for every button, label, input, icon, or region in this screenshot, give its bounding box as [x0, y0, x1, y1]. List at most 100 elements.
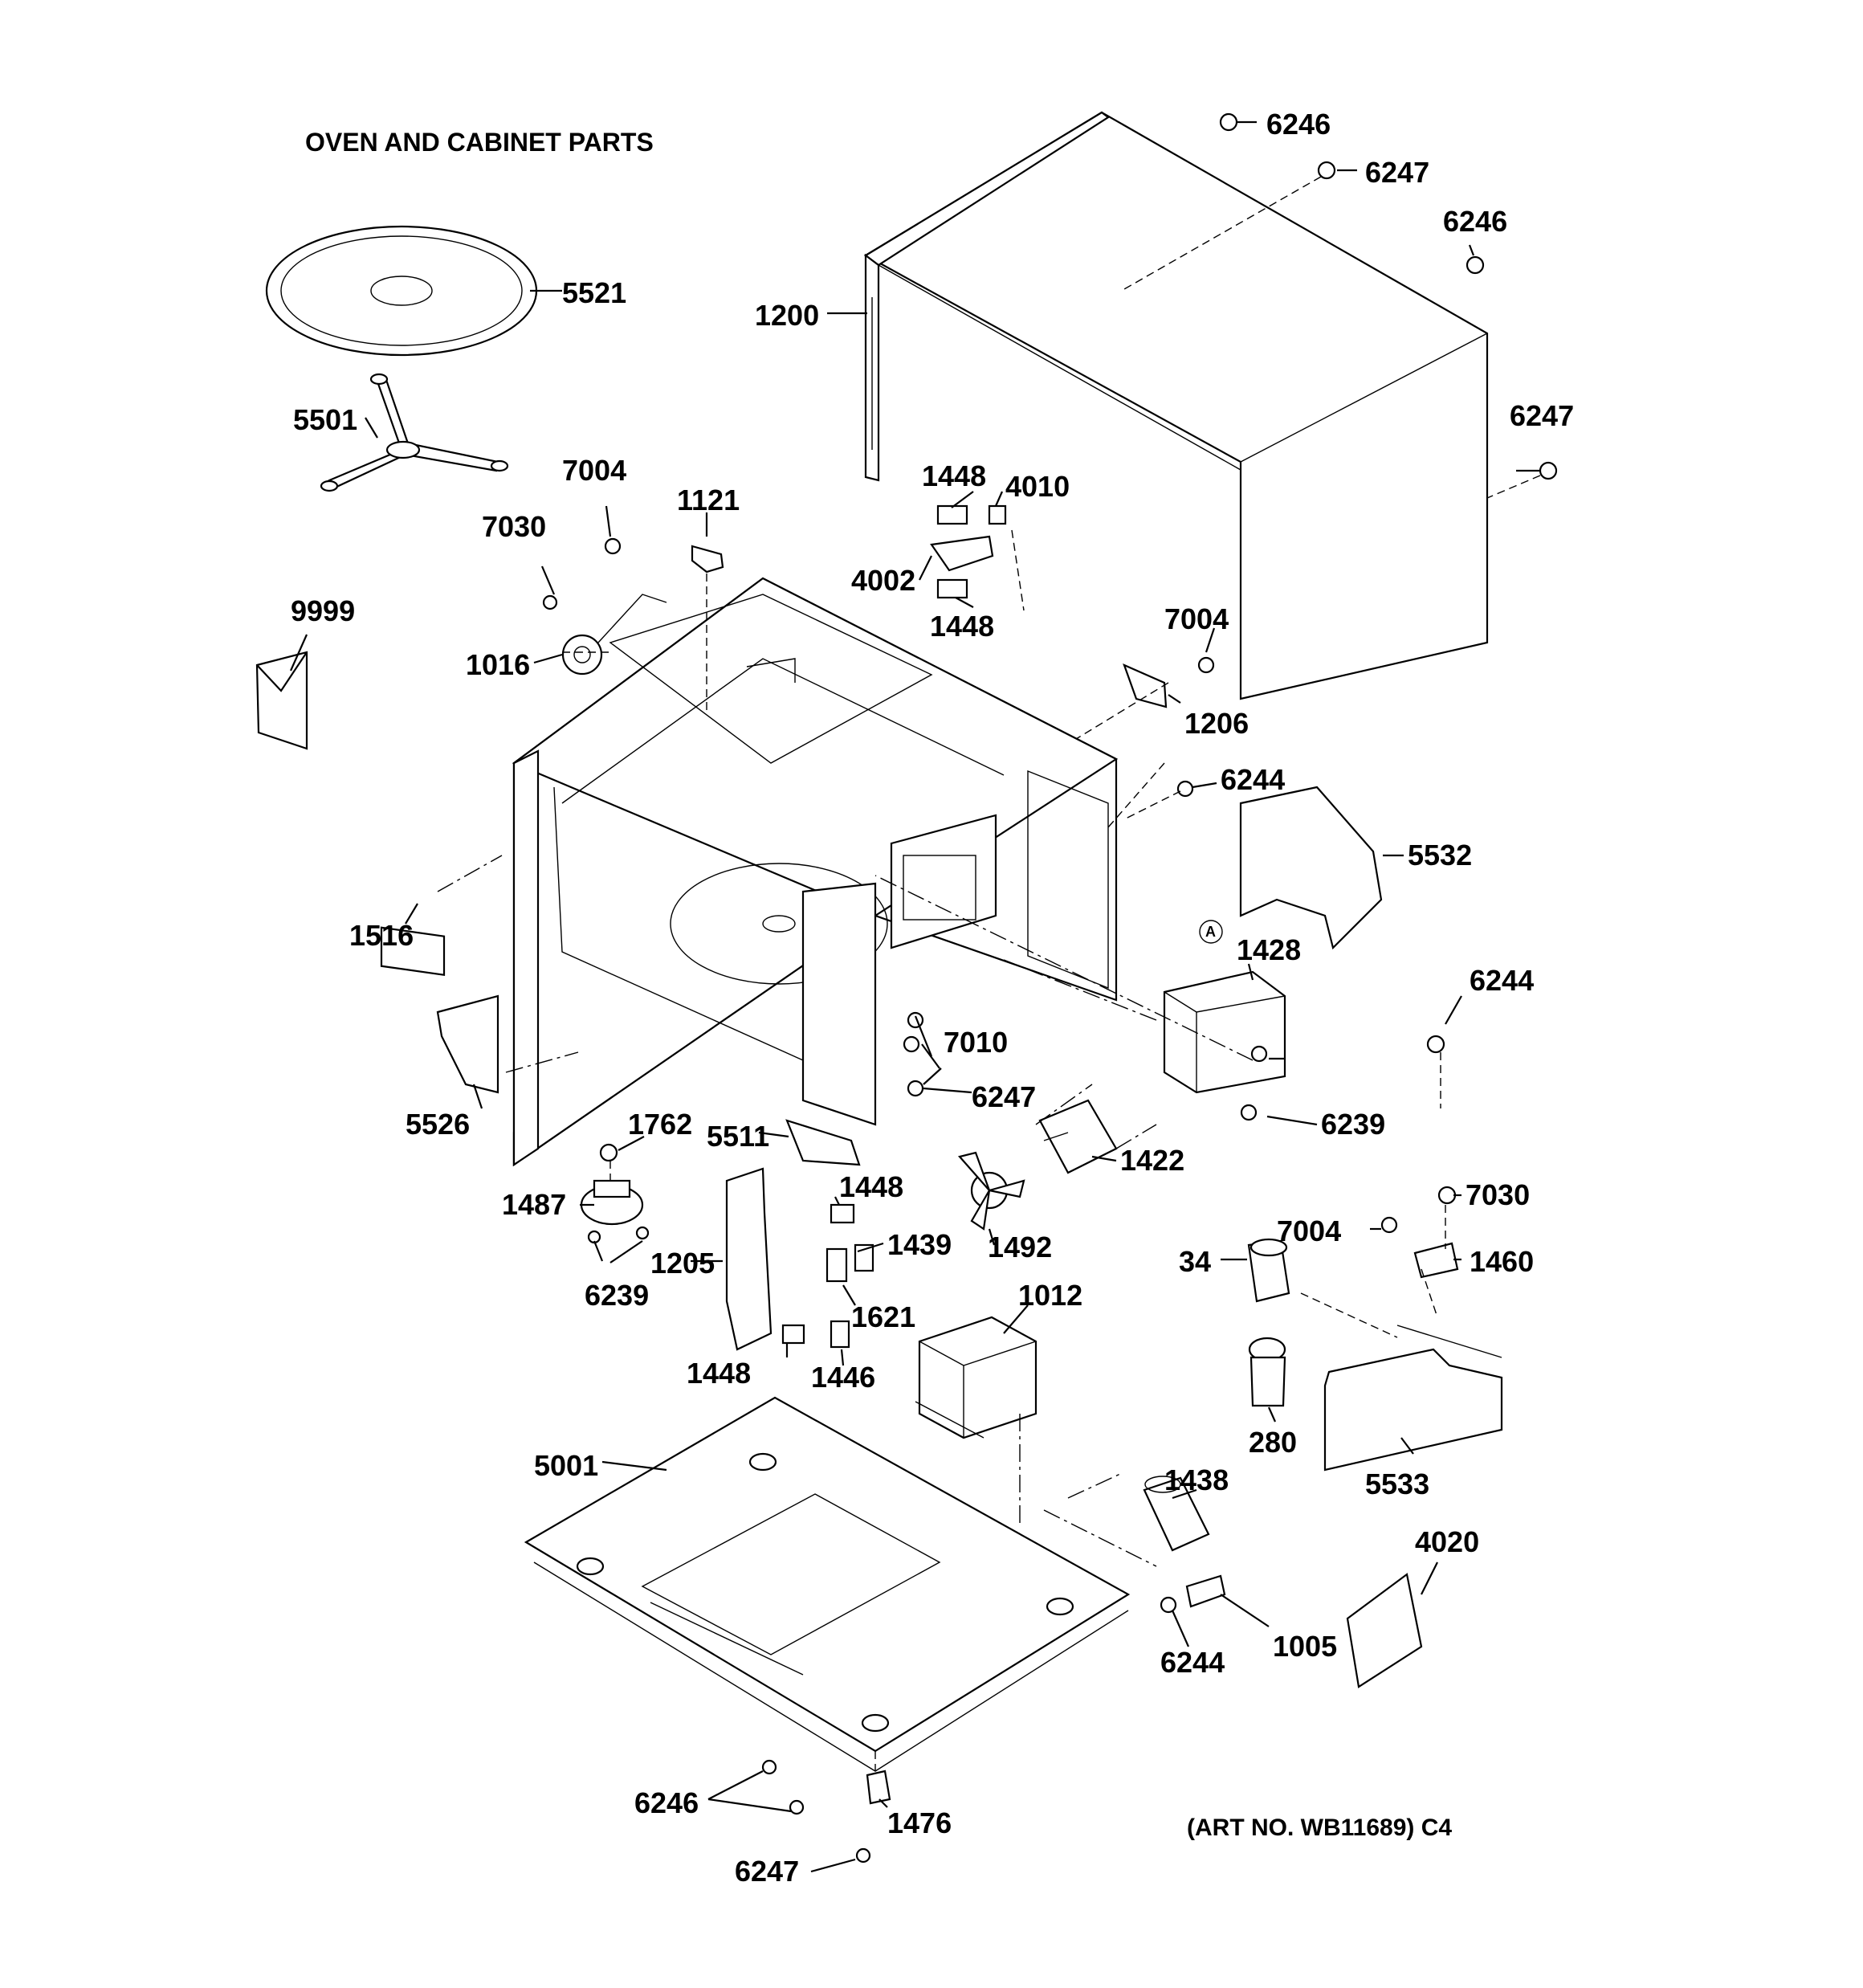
- screw: [907, 1080, 924, 1097]
- part-label-4010: 4010: [1005, 470, 1070, 503]
- screw: [761, 1759, 777, 1775]
- part-label-6244: 6244: [1160, 1646, 1225, 1679]
- part-label-1621: 1621: [851, 1300, 915, 1333]
- fan-blade: [957, 1151, 1025, 1231]
- part-label-4020: 4020: [1415, 1525, 1479, 1558]
- capacitor: [1143, 1476, 1210, 1552]
- leader-lines: [289, 120, 1541, 1873]
- part-label-6244: 6244: [1221, 763, 1285, 796]
- part-label-5501: 5501: [293, 403, 357, 436]
- part-label-1005: 1005: [1273, 1630, 1337, 1663]
- cover-plate: [1346, 1573, 1423, 1688]
- screw: [1437, 1186, 1457, 1205]
- part-label-1492: 1492: [988, 1231, 1052, 1263]
- part-label-6247: 6247: [735, 1855, 799, 1888]
- thermal-cutout: [691, 545, 724, 574]
- bracket: [1413, 1242, 1459, 1279]
- magnetron: A: [1163, 920, 1286, 1094]
- cabinet-screw: [1466, 255, 1485, 275]
- lamp-shield: [1323, 1325, 1503, 1472]
- part-label-1476: 1476: [887, 1806, 952, 1839]
- screw: [855, 1847, 871, 1863]
- door-latch-lever: [785, 1119, 861, 1166]
- part-label-7010: 7010: [944, 1026, 1008, 1059]
- part-label-6239: 6239: [1321, 1108, 1385, 1141]
- screw: [542, 594, 558, 610]
- part-label-6246: 6246: [1443, 205, 1507, 238]
- part-label-7004: 7004: [562, 454, 626, 487]
- part-label-1516: 1516: [349, 919, 414, 952]
- part-label-1448: 1448: [930, 610, 994, 643]
- fan-motor: [1038, 1099, 1118, 1174]
- air-duct: [1239, 786, 1383, 950]
- motor-stirrer: [561, 594, 667, 676]
- part-label-6246: 6246: [1266, 108, 1331, 141]
- part-label-1446: 1446: [811, 1361, 875, 1394]
- part-label-5526: 5526: [406, 1108, 470, 1141]
- part-label-1448: 1448: [922, 459, 986, 492]
- cabinet-screw: [1317, 161, 1336, 180]
- part-label-4002: 4002: [851, 564, 915, 597]
- part-label-7030: 7030: [1466, 1178, 1530, 1211]
- screw: [1426, 1035, 1445, 1054]
- part-label-6239: 6239: [585, 1279, 649, 1312]
- waveguide-cover: [436, 994, 499, 1094]
- part-label-1428: 1428: [1237, 933, 1301, 966]
- part-label-5532: 5532: [1408, 839, 1472, 872]
- cabinet-screw: [1539, 461, 1558, 480]
- part-label-7030: 7030: [482, 510, 546, 543]
- part-label-9999: 9999: [291, 594, 355, 627]
- part-label-6246: 6246: [634, 1786, 699, 1819]
- screw: [1197, 656, 1215, 674]
- part-label-1016: 1016: [466, 648, 530, 681]
- part-label-6247: 6247: [972, 1080, 1036, 1113]
- power-cord-plug: [1123, 663, 1168, 708]
- high-voltage-diode: [1185, 1574, 1226, 1608]
- part-label-5001: 5001: [534, 1449, 598, 1482]
- part-label-1121: 1121: [677, 484, 740, 516]
- interlock-switch-group: [930, 504, 1007, 599]
- diagram-title: OVEN AND CABINET PARTS: [305, 128, 654, 157]
- door-seal-strip: [380, 926, 446, 976]
- turntable-tray: [265, 225, 538, 357]
- lamp: [1248, 1337, 1286, 1407]
- part-label-5533: 5533: [1365, 1468, 1429, 1500]
- oven-cavity: [512, 577, 1119, 1167]
- screw: [1160, 1596, 1177, 1614]
- part-label-1012: 1012: [1018, 1279, 1082, 1312]
- screw: [907, 1011, 924, 1029]
- part-label-6247: 6247: [1365, 156, 1429, 189]
- cabinet-base: [524, 1396, 1131, 1772]
- part-label-1200: 1200: [755, 299, 819, 332]
- part-label-1448: 1448: [839, 1170, 903, 1203]
- part-label-6247: 6247: [1510, 399, 1574, 432]
- part-label-5511: 5511: [707, 1120, 769, 1153]
- screw: [1240, 1104, 1258, 1121]
- part-label-1422: 1422: [1120, 1144, 1184, 1177]
- outer-cabinet-wrap: [863, 111, 1489, 700]
- part-label-1438: 1438: [1164, 1463, 1229, 1496]
- part-label-1448: 1448: [687, 1357, 751, 1390]
- screw: [1380, 1216, 1398, 1234]
- part-label-1762: 1762: [628, 1108, 692, 1141]
- part-label-7004: 7004: [1164, 602, 1229, 635]
- cabinet-screw: [1219, 112, 1238, 132]
- part-label-1439: 1439: [887, 1228, 952, 1261]
- screw: [1250, 1045, 1268, 1063]
- foot: [866, 1770, 891, 1805]
- screw: [789, 1799, 805, 1815]
- turntable-motor: [580, 1179, 650, 1244]
- lamp-socket: [1247, 1238, 1290, 1303]
- parts-bag: [255, 651, 308, 750]
- part-label-34: 34: [1179, 1245, 1211, 1278]
- door-latch-assembly: [725, 1167, 874, 1351]
- art-number: (ART NO. WB11689) C4: [1187, 1815, 1452, 1841]
- part-label-280: 280: [1249, 1426, 1297, 1459]
- screw: [903, 1035, 920, 1053]
- part-label-5521: 5521: [562, 276, 626, 309]
- screw: [604, 537, 622, 555]
- roller-support: [320, 373, 509, 492]
- washer: [599, 1143, 618, 1162]
- part-label-7004: 7004: [1277, 1214, 1341, 1247]
